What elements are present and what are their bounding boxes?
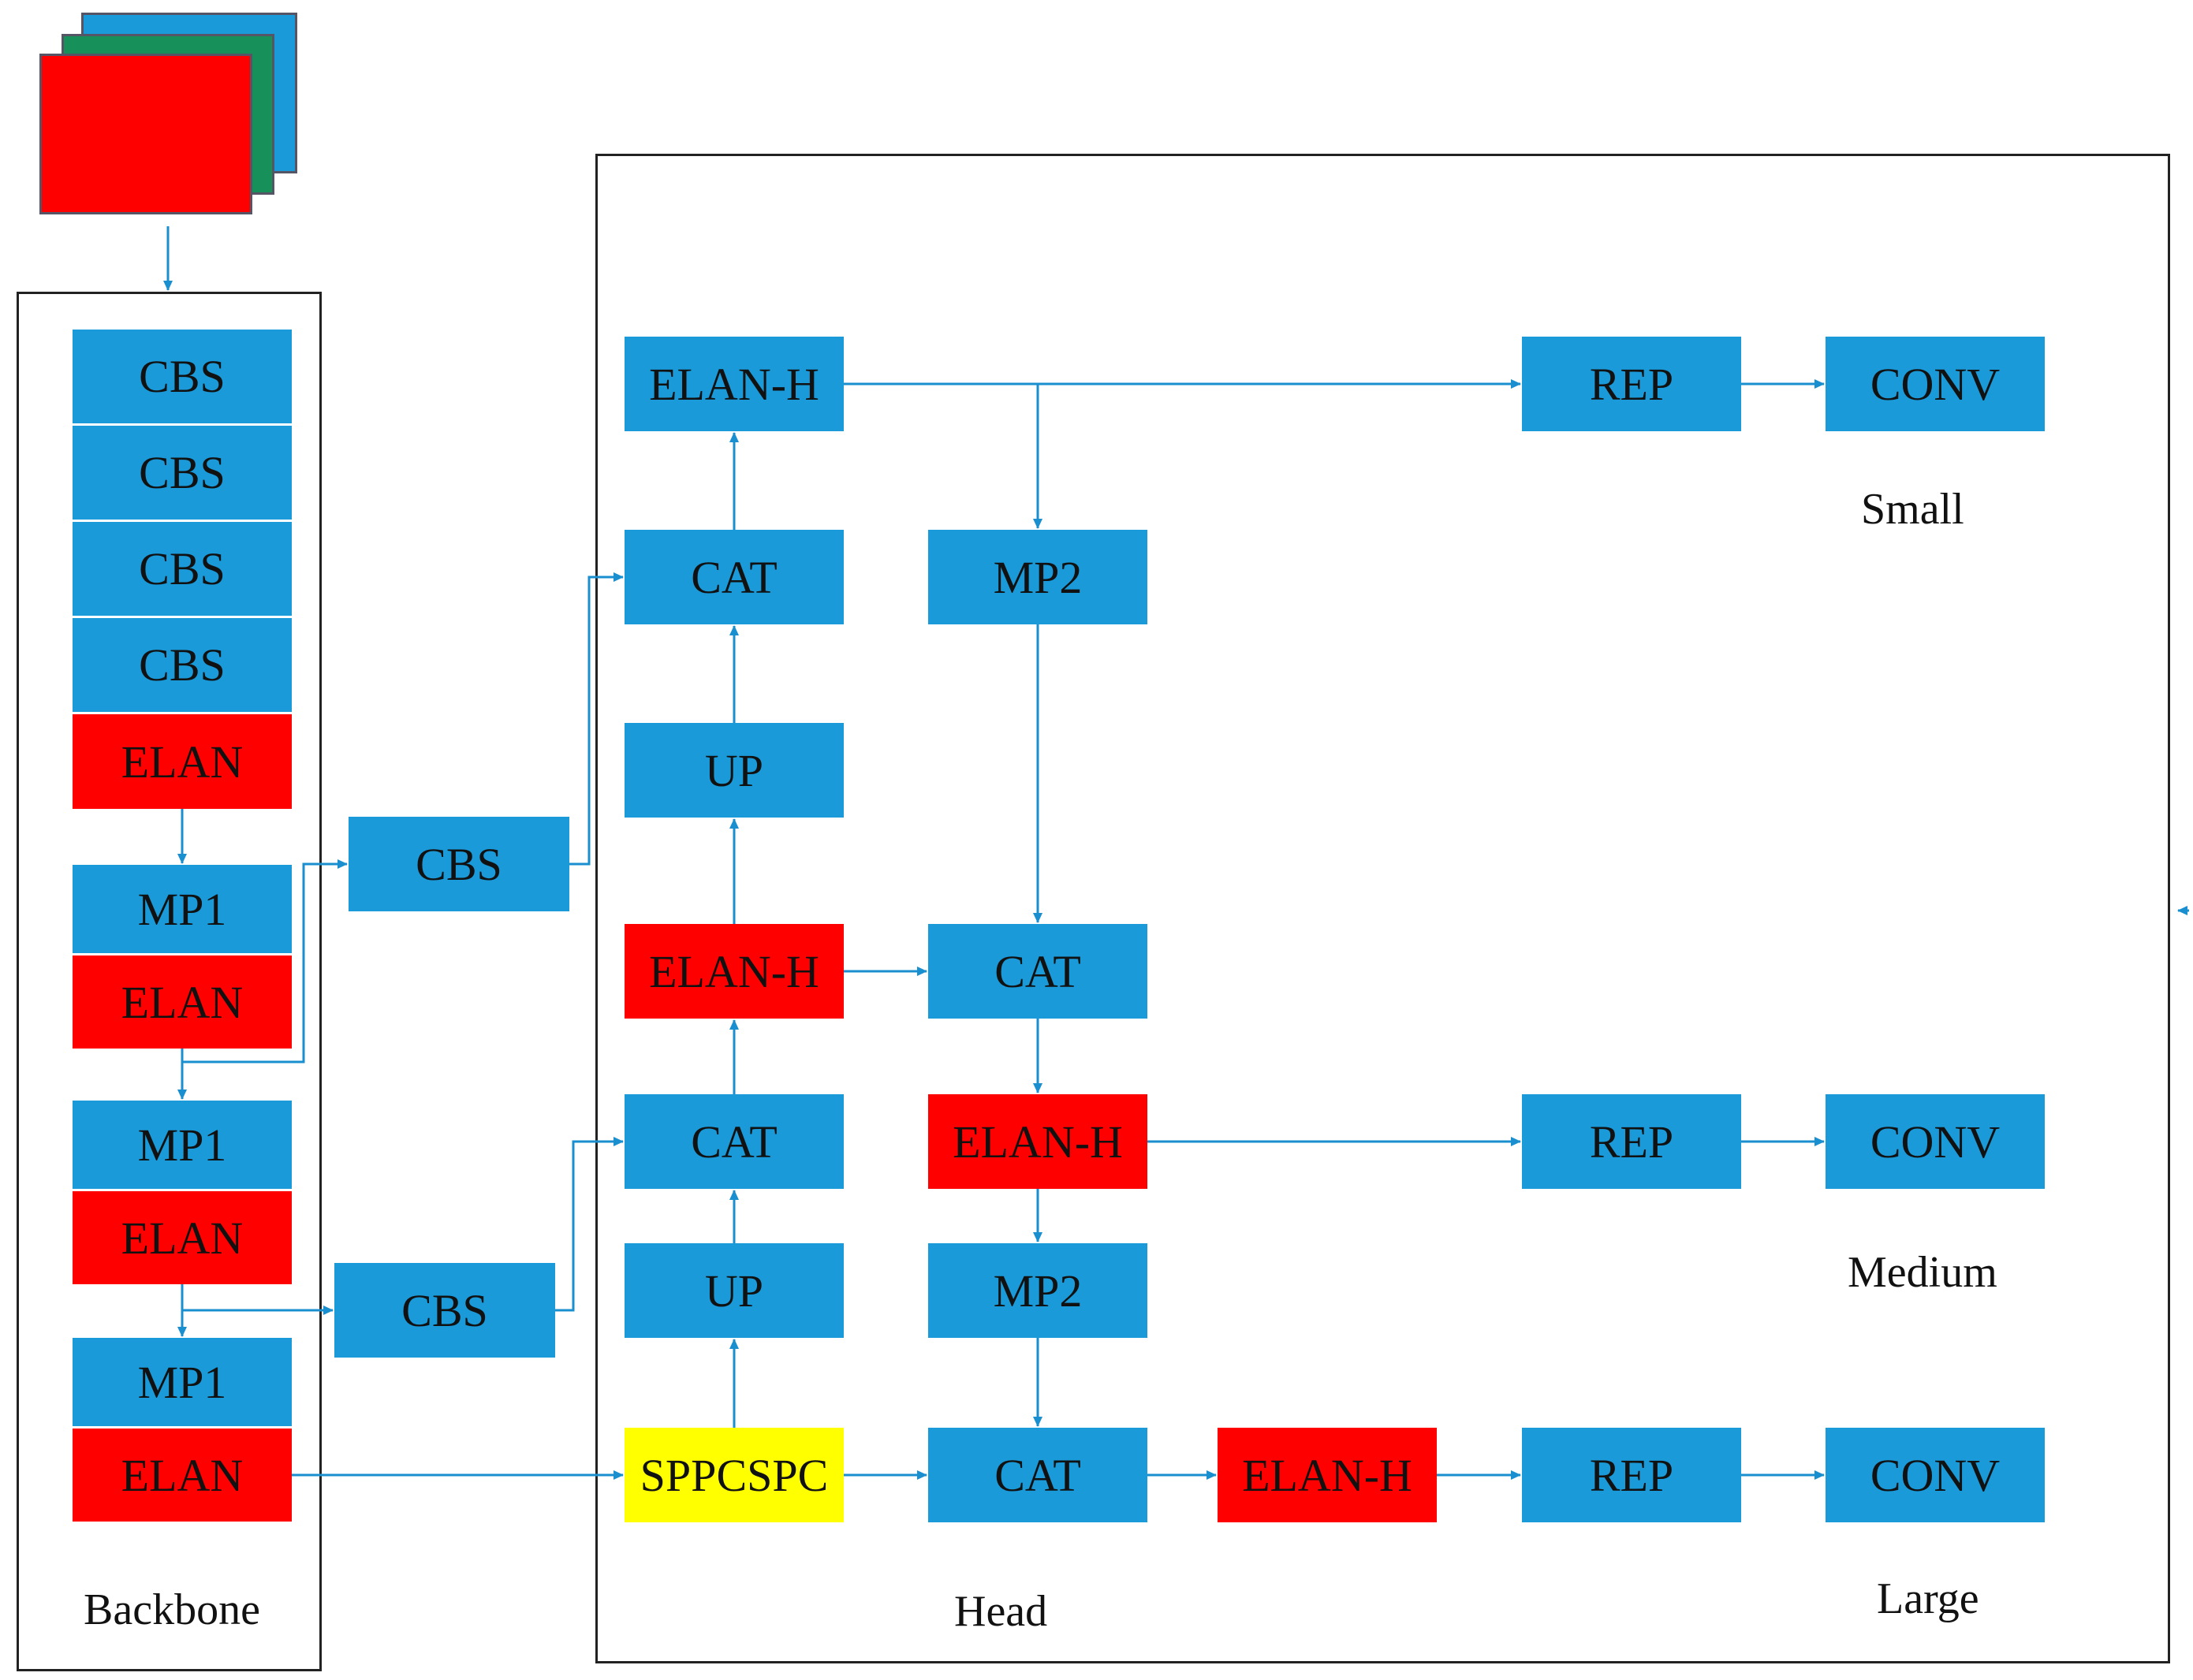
head-frame xyxy=(595,154,2170,1663)
head-sppcspc: SPPCSPC xyxy=(625,1428,844,1522)
head-label: Head xyxy=(954,1587,1048,1636)
backbone-cbs-2: CBS xyxy=(73,426,292,520)
bridge-cbs-lower: CBS xyxy=(334,1263,555,1358)
head-cat-3: CAT xyxy=(928,924,1147,1019)
head-elan-h-3: ELAN-H xyxy=(928,1094,1147,1189)
small-label: Small xyxy=(1861,485,1964,534)
head-cat-4: CAT xyxy=(928,1428,1147,1522)
backbone-elan-2: ELAN xyxy=(73,955,292,1049)
large-conv: CONV xyxy=(1826,1428,2045,1522)
backbone-cbs-4: CBS xyxy=(73,618,292,712)
small-rep: REP xyxy=(1522,337,1741,431)
bridge-cbs-upper: CBS xyxy=(349,817,569,911)
head-mp2-bottom: MP2 xyxy=(928,1243,1147,1338)
large-label: Large xyxy=(1877,1574,1979,1623)
large-rep: REP xyxy=(1522,1428,1741,1522)
medium-label: Medium xyxy=(1848,1248,1997,1297)
backbone-cbs-1: CBS xyxy=(73,330,292,423)
backbone-cbs-3: CBS xyxy=(73,522,292,616)
medium-conv: CONV xyxy=(1826,1094,2045,1189)
small-conv: CONV xyxy=(1826,337,2045,431)
medium-rep: REP xyxy=(1522,1094,1741,1189)
backbone-elan-4: ELAN xyxy=(73,1429,292,1522)
head-mp2-top: MP2 xyxy=(928,530,1147,624)
backbone-elan-1: ELAN xyxy=(73,714,292,809)
backbone-elan-3: ELAN xyxy=(73,1191,292,1284)
backbone-mp1-2: MP1 xyxy=(73,1101,292,1189)
input-image-layer-red xyxy=(39,54,252,214)
head-elan-h-mid: ELAN-H xyxy=(625,924,844,1019)
head-elan-h-4: ELAN-H xyxy=(1218,1428,1437,1522)
backbone-label: Backbone xyxy=(84,1585,260,1634)
head-cat-1: CAT xyxy=(625,530,844,624)
head-up-2: UP xyxy=(625,1243,844,1338)
head-cat-2: CAT xyxy=(625,1094,844,1189)
head-up-1: UP xyxy=(625,723,844,818)
backbone-mp1-3: MP1 xyxy=(73,1338,292,1426)
backbone-mp1-1: MP1 xyxy=(73,865,292,953)
head-elan-h-top: ELAN-H xyxy=(625,337,844,431)
